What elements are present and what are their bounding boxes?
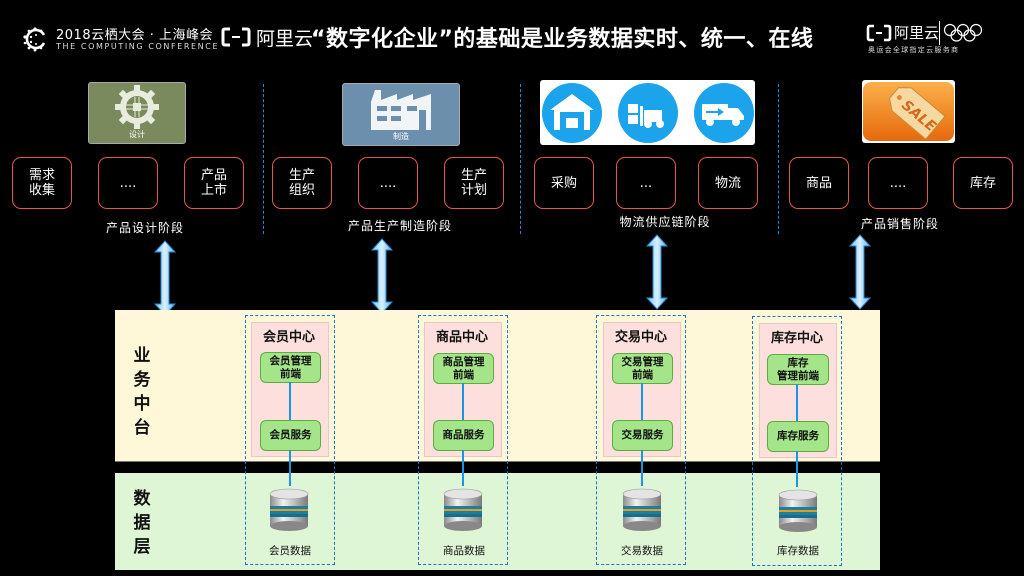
layer-title-char: 业 bbox=[133, 346, 151, 366]
connector-line bbox=[641, 450, 643, 486]
olympic-rings-icon bbox=[943, 23, 983, 42]
activity-box: 产品 上市 bbox=[184, 157, 244, 209]
activity-box: 商品 bbox=[789, 157, 849, 209]
center-column-outline bbox=[418, 315, 508, 565]
service-box: 会员服务 bbox=[260, 420, 321, 451]
activity-box: .... bbox=[358, 157, 418, 209]
computing-conference-logo-icon bbox=[23, 27, 46, 52]
logistics-stage-picture bbox=[540, 80, 755, 145]
activity-box: 库存 bbox=[953, 157, 1013, 209]
business-layer-title: 业 务 中 台 bbox=[131, 344, 153, 440]
data-layer-title: 数 据 层 bbox=[131, 487, 153, 559]
connector-line bbox=[289, 382, 291, 420]
frontend-box: 商品管理 前端 bbox=[433, 353, 494, 384]
stage-divider bbox=[778, 84, 779, 234]
double-arrow-icon bbox=[849, 234, 871, 310]
stage-divider bbox=[263, 84, 264, 234]
sale-tag-icon: SALE bbox=[863, 82, 954, 141]
connector-line bbox=[462, 450, 464, 486]
database-icon bbox=[443, 488, 483, 531]
data-label: 交易数据 bbox=[621, 545, 663, 557]
double-arrow-icon bbox=[646, 234, 668, 310]
conference-title: 2018云栖大会 · 上海峰会 bbox=[56, 28, 213, 43]
header-separator bbox=[939, 21, 940, 45]
picture-caption: 制造 bbox=[393, 132, 409, 141]
frontend-box: 会员管理 前端 bbox=[260, 352, 321, 383]
double-arrow-icon bbox=[371, 238, 393, 314]
center-title: 库存中心 bbox=[770, 331, 823, 346]
connector-line bbox=[796, 451, 798, 487]
connector-line bbox=[462, 383, 464, 420]
factory-icon bbox=[371, 90, 431, 130]
data-label: 库存数据 bbox=[777, 545, 819, 557]
center-column-outline bbox=[752, 316, 842, 566]
center-column-outline bbox=[596, 315, 686, 565]
activity-box: 物流 bbox=[698, 157, 758, 209]
alibaba-cloud-partner-logo-icon bbox=[866, 24, 892, 42]
layer-title-char: 台 bbox=[133, 418, 151, 438]
partner-brand-text: 阿里云 bbox=[894, 24, 940, 42]
picture-caption: 设计 bbox=[129, 130, 145, 139]
brand-text: 阿里云 bbox=[256, 28, 314, 50]
service-box: 交易服务 bbox=[612, 420, 673, 451]
frontend-box: 库存 管理前端 bbox=[767, 354, 829, 385]
activity-box: 需求 收集 bbox=[12, 157, 72, 209]
service-box: 库存服务 bbox=[767, 421, 829, 452]
stage-divider bbox=[520, 84, 521, 234]
database-icon bbox=[778, 489, 818, 532]
activity-box: .... bbox=[98, 157, 158, 209]
stage-label: 物流供应链阶段 bbox=[619, 215, 711, 229]
layer-title-char: 数 bbox=[133, 489, 151, 509]
data-label: 会员数据 bbox=[269, 545, 311, 557]
stage-label: 产品生产制造阶段 bbox=[347, 219, 452, 233]
connector-line bbox=[796, 384, 798, 421]
warehouse-forklift-truck-icons bbox=[542, 83, 754, 143]
alibaba-cloud-logo-icon bbox=[221, 27, 251, 47]
activity-box: 采购 bbox=[534, 157, 594, 209]
gear-chip-icon bbox=[115, 85, 159, 129]
database-icon bbox=[269, 488, 309, 531]
center-title: 商品中心 bbox=[435, 330, 488, 345]
design-stage-picture: 设计 bbox=[88, 82, 186, 144]
data-label: 商品数据 bbox=[443, 545, 485, 557]
activity-box: 生产 计划 bbox=[444, 157, 504, 209]
center-title: 交易中心 bbox=[614, 330, 667, 345]
frontend-box: 交易管理 前端 bbox=[612, 353, 673, 384]
layer-title-char: 据 bbox=[133, 513, 151, 533]
manufacturing-stage-picture: 制造 bbox=[342, 83, 460, 146]
conference-subtitle: THE COMPUTING CONFERENCE bbox=[56, 42, 220, 51]
activity-box: 生产 组织 bbox=[272, 157, 332, 209]
activity-box: ... bbox=[616, 157, 676, 209]
connector-line bbox=[289, 450, 291, 486]
activity-box: .... bbox=[868, 157, 928, 209]
double-arrow-icon bbox=[154, 240, 176, 316]
connector-line bbox=[641, 383, 643, 420]
database-icon bbox=[622, 488, 662, 531]
sales-stage-picture: SALE bbox=[862, 80, 955, 143]
service-box: 商品服务 bbox=[433, 420, 494, 451]
layer-title-char: 中 bbox=[133, 394, 151, 414]
page-title: “数字化企业”的基础是业务数据实时、统一、在线 bbox=[311, 27, 814, 52]
center-title: 会员中心 bbox=[262, 330, 315, 345]
stage-label: 产品销售阶段 bbox=[860, 217, 939, 231]
layer-title-char: 务 bbox=[133, 370, 151, 390]
center-column-outline bbox=[245, 315, 335, 565]
layer-title-char: 层 bbox=[133, 537, 151, 557]
stage-label: 产品设计阶段 bbox=[105, 221, 184, 235]
partner-subtitle: 奥运会全球指定云服务商 bbox=[868, 46, 960, 54]
